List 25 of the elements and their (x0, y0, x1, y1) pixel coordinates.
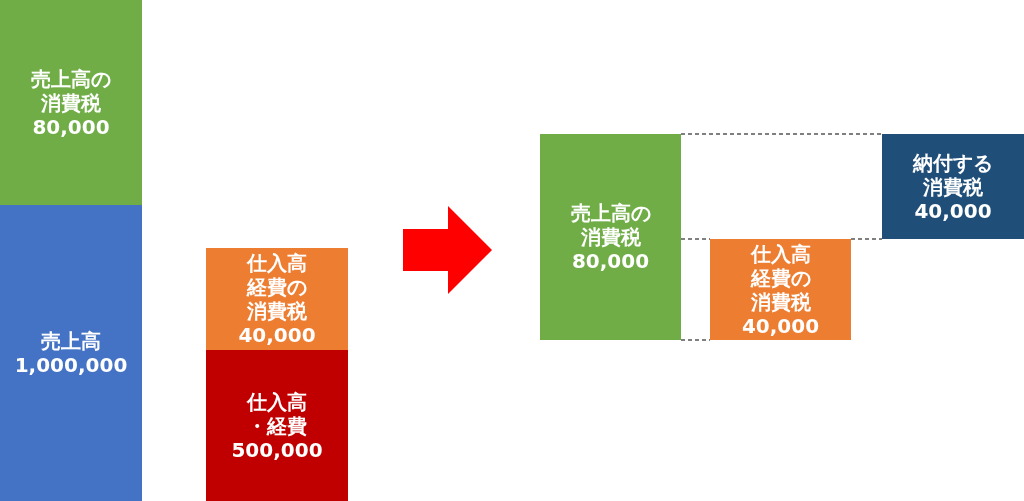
stacked-bar-segment (0, 205, 142, 501)
stacked-bar-segment (0, 0, 142, 205)
block-arrow (403, 206, 492, 294)
amount-value: 80,000 (571, 249, 650, 273)
block-label: 仕入高・経費 (246, 389, 308, 438)
tax-block (540, 134, 681, 340)
block-label: 売上高の消費税 (30, 66, 112, 115)
amount-value: 40,000 (914, 198, 992, 223)
stacked-bar-segment (206, 248, 348, 350)
tax-block (882, 134, 1024, 239)
block-label: 納付する消費税 (912, 150, 994, 199)
amount-value: 40,000 (741, 313, 820, 338)
amount-value: 40,000 (238, 323, 316, 347)
tax-block (710, 239, 851, 340)
amount-value: 1,000,000 (14, 353, 128, 377)
block-label: 仕入高経費の消費税 (246, 251, 308, 323)
dashed-guide-line (680, 133, 883, 135)
amount-value: 500,000 (231, 437, 323, 462)
dashed-guide-line (850, 238, 883, 240)
stacked-bar-segment (206, 350, 348, 501)
dashed-guide-line (680, 238, 711, 240)
amount-value: 80,000 (32, 114, 110, 139)
block-label: 売上高の消費税 (569, 201, 652, 249)
block-label: 売上高 (41, 329, 101, 353)
block-label: 仕入高経費の消費税 (749, 241, 812, 314)
